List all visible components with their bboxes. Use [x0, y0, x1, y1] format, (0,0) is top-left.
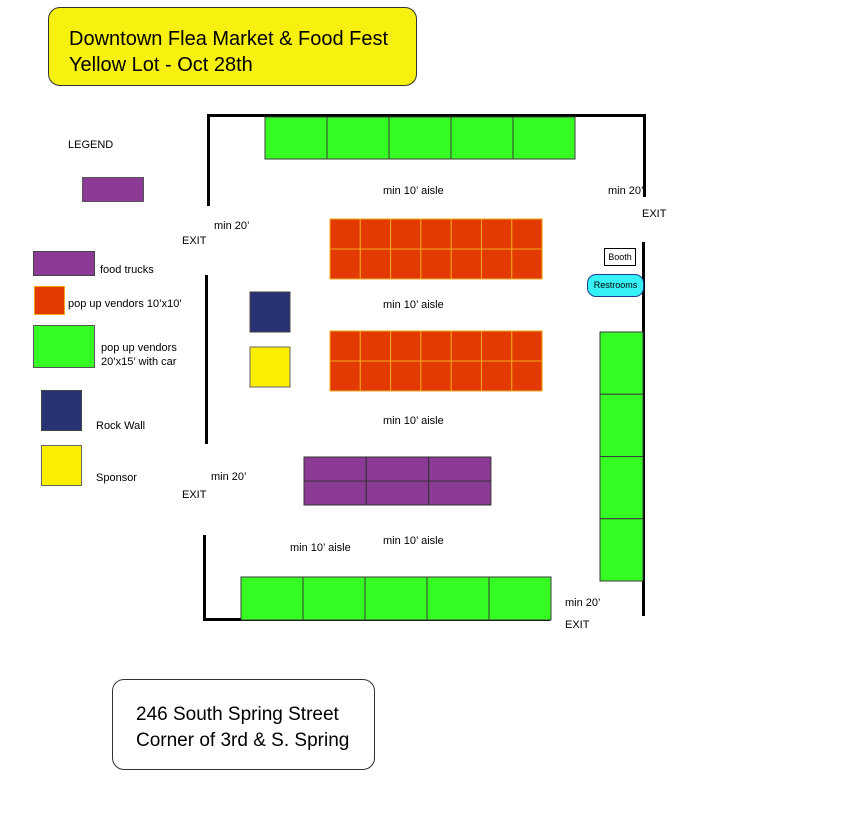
- wall-top: [207, 114, 645, 117]
- food-truck-stall: [428, 480, 492, 506]
- min20-label-left-lower: min 20’: [211, 471, 247, 483]
- food-truck-stall: [303, 480, 367, 506]
- small-vendor-stall: [359, 248, 392, 280]
- small-vendor-stall: [359, 360, 392, 392]
- address-box: 246 South Spring Street Corner of 3rd & …: [112, 679, 375, 770]
- large-vendor-stall: [599, 331, 644, 395]
- food-truck-stall: [428, 456, 492, 482]
- wall-right-top: [643, 114, 646, 197]
- large-vendor-stall: [599, 393, 644, 457]
- title-box: Downtown Flea Market & Food Fest Yellow …: [48, 7, 417, 86]
- large-vendor-stall: [388, 116, 452, 160]
- legend-popup-large-label-1: pop up vendors: [101, 342, 177, 354]
- large-vendor-stall: [599, 518, 644, 582]
- large-vendor-stall: [488, 576, 552, 621]
- small-vendor-stall: [420, 218, 452, 250]
- legend-popup-small-label: pop up vendors 10’x10’: [68, 298, 182, 310]
- large-vendor-stall: [426, 576, 490, 621]
- wall-left-middle: [205, 275, 208, 444]
- top-row-large-vendors: [264, 116, 576, 160]
- small-vendor-stall: [390, 248, 422, 280]
- right-column-large-vendors: [599, 331, 644, 582]
- large-vendor-stall: [512, 116, 576, 160]
- wall-left-bottom: [203, 535, 206, 620]
- small-vendor-stall: [359, 330, 392, 362]
- wall-left-top: [207, 114, 210, 206]
- large-vendor-stall: [302, 576, 366, 621]
- aisle-label-bottom-left: min 10’ aisle: [290, 542, 351, 554]
- exit-label-left-upper: EXIT: [182, 235, 207, 247]
- small-vendor-stall: [329, 218, 361, 250]
- min20-label-bottom-right: min 20’: [565, 597, 601, 609]
- min20-label-left-upper: min 20’: [214, 220, 250, 232]
- large-vendor-stall: [264, 116, 328, 160]
- small-vendor-stall: [450, 330, 483, 362]
- small-vendor-stall: [390, 330, 422, 362]
- legend-rock-wall-swatch: [41, 390, 82, 431]
- small-vendor-stall: [481, 330, 513, 362]
- small-vendor-stall: [329, 248, 361, 280]
- legend-food-truck-swatch: [33, 251, 95, 276]
- exit-label-bottom-right: EXIT: [565, 619, 590, 631]
- restrooms: Restrooms: [587, 274, 644, 297]
- small-vendor-stall: [329, 360, 361, 392]
- small-vendor-grid-upper: [329, 218, 543, 280]
- legend-food-truck-label: food trucks: [100, 264, 154, 276]
- min20-label-top-right: min 20’: [608, 185, 644, 197]
- food-truck-stall: [365, 480, 430, 506]
- small-vendor-stall: [450, 248, 483, 280]
- small-vendor-stall: [420, 248, 452, 280]
- legend-sample-swatch: [82, 177, 144, 202]
- aisle-label-lower: min 10’ aisle: [383, 415, 444, 427]
- address-line-2: Corner of 3rd & S. Spring: [136, 730, 350, 751]
- large-vendor-stall: [326, 116, 390, 160]
- rock-wall-stall: [249, 291, 291, 333]
- bottom-row-large-vendors: [240, 576, 552, 621]
- small-vendor-stall: [511, 218, 543, 250]
- legend-sponsor-label: Sponsor: [96, 472, 137, 484]
- small-vendor-stall: [511, 248, 543, 280]
- small-vendor-stall: [511, 360, 543, 392]
- large-vendor-stall: [240, 576, 304, 621]
- sponsor-stall: [249, 346, 291, 388]
- exit-label-top-right: EXIT: [642, 208, 667, 220]
- small-vendor-stall: [390, 218, 422, 250]
- legend-popup-large-label-2: 20’x15’ with car: [101, 356, 177, 368]
- small-vendor-stall: [359, 218, 392, 250]
- booth: Booth: [604, 248, 636, 266]
- legend-sponsor-swatch: [41, 445, 82, 486]
- aisle-label-bottom-center: min 10’ aisle: [383, 535, 444, 547]
- food-truck-stall: [365, 456, 430, 482]
- legend-popup-small-swatch: [34, 286, 65, 315]
- small-vendor-grid-lower: [329, 330, 543, 392]
- small-vendor-stall: [420, 330, 452, 362]
- address-line-1: 246 South Spring Street: [136, 704, 339, 725]
- large-vendor-stall: [599, 456, 644, 520]
- small-vendor-stall: [511, 330, 543, 362]
- title-line-1: Downtown Flea Market & Food Fest: [69, 28, 389, 50]
- title-line-2: Yellow Lot - Oct 28th: [69, 54, 253, 76]
- small-vendor-stall: [390, 360, 422, 392]
- small-vendor-stall: [481, 218, 513, 250]
- legend-popup-large-swatch: [33, 325, 95, 368]
- aisle-label-top: min 10’ aisle: [383, 185, 444, 197]
- exit-label-left-lower: EXIT: [182, 489, 207, 501]
- large-vendor-stall: [450, 116, 514, 160]
- food-truck-stall: [303, 456, 367, 482]
- small-vendor-stall: [450, 360, 483, 392]
- small-vendor-stall: [420, 360, 452, 392]
- small-vendor-stall: [481, 360, 513, 392]
- legend-rock-wall-label: Rock Wall: [96, 420, 146, 432]
- small-vendor-stall: [329, 330, 361, 362]
- legend-heading: LEGEND: [68, 139, 114, 151]
- aisle-label-middle: min 10’ aisle: [383, 299, 444, 311]
- small-vendor-stall: [481, 248, 513, 280]
- large-vendor-stall: [364, 576, 428, 621]
- food-truck-grid: [303, 456, 492, 506]
- small-vendor-stall: [450, 218, 483, 250]
